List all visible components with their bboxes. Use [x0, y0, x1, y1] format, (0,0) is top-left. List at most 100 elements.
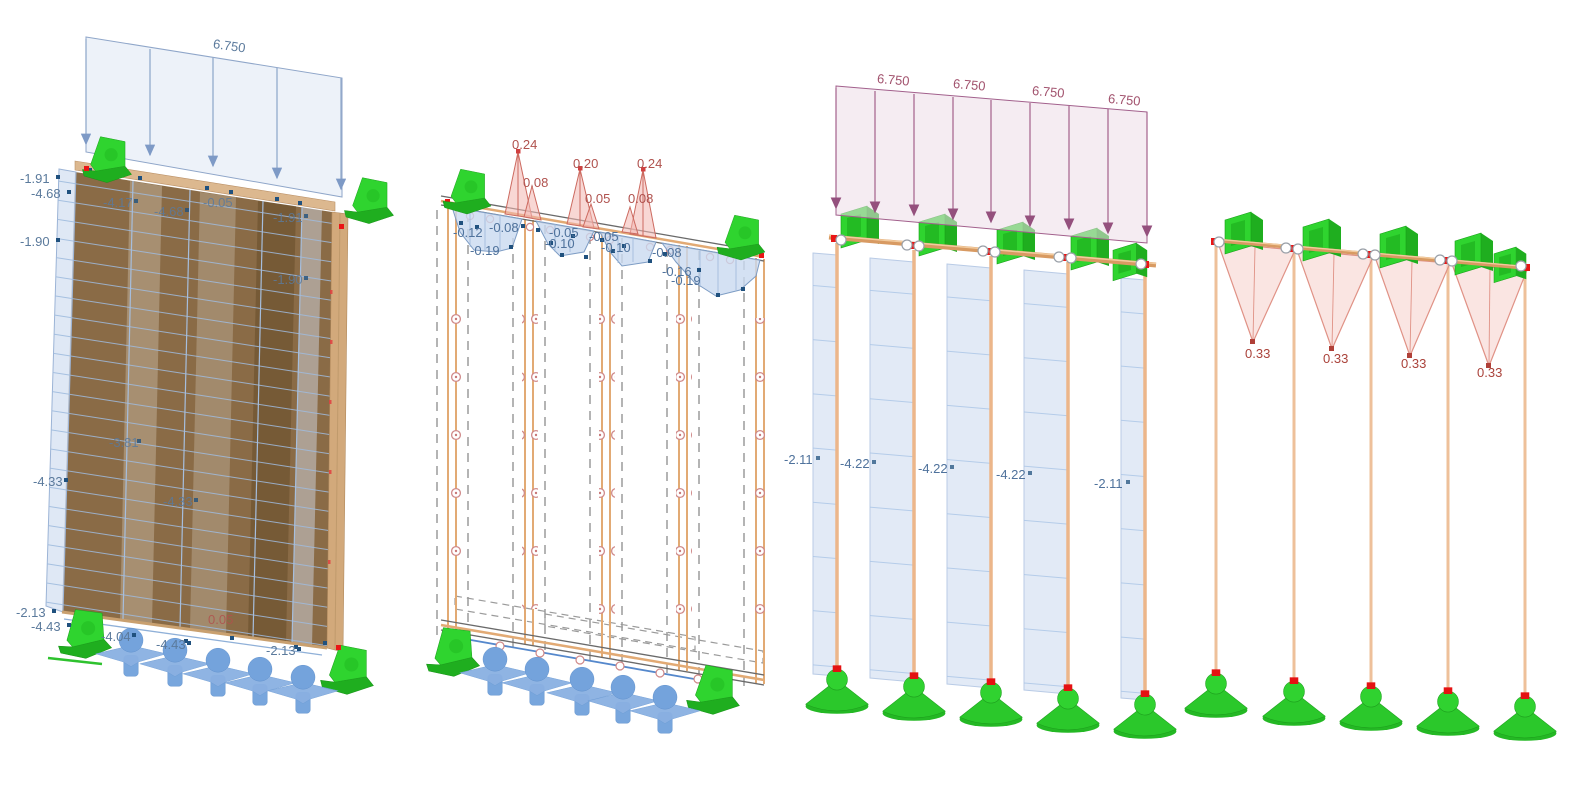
svg-text:0.24: 0.24: [637, 156, 662, 171]
post-members-4[interactable]: [1214, 244, 1527, 698]
svg-text:-4.43: -4.43: [156, 637, 186, 652]
svg-text:0.05: 0.05: [585, 191, 610, 206]
support4-cone-3[interactable]: [1339, 681, 1403, 732]
distributed-load-area[interactable]: 6.750: [80, 36, 347, 198]
axial-result-rects: [812, 252, 1146, 701]
post-members[interactable]: [835, 243, 1147, 697]
model-posts-loaded[interactable]: 6.750 6.750 6.750 6.750 -2.11 -4.22 -4.2…: [784, 71, 1177, 740]
svg-text:0.33: 0.33: [1245, 346, 1270, 361]
svg-text:0.08: 0.08: [523, 175, 548, 190]
svg-text:-1.90: -1.90: [20, 234, 50, 249]
svg-text:-0.19: -0.19: [470, 243, 500, 258]
support4-cone-4[interactable]: [1416, 686, 1480, 737]
svg-text:-4.68: -4.68: [31, 186, 61, 201]
anchor2-5[interactable]: [629, 684, 701, 734]
anchor-3[interactable]: [182, 647, 254, 697]
svg-text:0.24: 0.24: [512, 137, 537, 152]
load-value-label: 6.750: [212, 36, 246, 55]
svg-text:-1.91: -1.91: [20, 171, 50, 186]
node-red-tr: [339, 224, 344, 229]
load3-label-1: 6.750: [876, 71, 910, 89]
svg-text:-0.05: -0.05: [549, 225, 579, 240]
svg-text:-2.11: -2.11: [1094, 476, 1123, 491]
anchor-5[interactable]: [267, 664, 339, 714]
bottom-plate[interactable]: [61, 610, 328, 650]
svg-text:-4.17: -4.17: [103, 195, 133, 210]
panel2-blue-labels: -0.12 -0.08 -0.19 -0.05 -0.10 -0.05 -0.1…: [453, 220, 701, 288]
svg-text:0.33: 0.33: [1401, 356, 1426, 371]
wall-surface[interactable]: [62, 172, 332, 648]
support4-cone-5[interactable]: [1493, 691, 1557, 742]
node-red-br: [336, 645, 341, 650]
load3-label-2: 6.750: [952, 76, 986, 94]
support4-cone-1[interactable]: [1184, 668, 1248, 719]
distributed-load-area-3[interactable]: 6.750 6.750 6.750 6.750: [830, 71, 1153, 244]
support4-block-3[interactable]: [1379, 225, 1419, 269]
load3-label-4: 6.750: [1107, 91, 1141, 109]
svg-text:-2.11: -2.11: [784, 452, 813, 467]
anchor-4[interactable]: [224, 656, 296, 706]
svg-text:-4.04: -4.04: [101, 629, 131, 644]
model-frame-panel[interactable]: 0.24 0.08 0.20 0.05 0.24 0.08 -0.12 -0.0…: [423, 137, 769, 734]
node-red-tl: [84, 166, 89, 171]
support2-top-right[interactable]: [716, 214, 766, 261]
panel1-red-label: 0.05: [208, 612, 233, 627]
triangle-apex-nodes: [1250, 339, 1491, 368]
red-spike-diagrams: [504, 151, 657, 239]
svg-text:-0.08: -0.08: [652, 245, 682, 260]
svg-text:-4.22: -4.22: [996, 467, 1026, 482]
support2-top-left[interactable]: [442, 168, 492, 215]
svg-text:-0.16: -0.16: [662, 264, 692, 279]
svg-text:-2.13: -2.13: [266, 643, 296, 658]
beam-hinges: [831, 234, 1149, 270]
diagram-comb-lines: [469, 210, 737, 294]
panel3-member-labels: -2.11 -4.22 -4.22 -4.22 -2.11: [784, 452, 1130, 491]
svg-text:-4.68: -4.68: [154, 204, 184, 219]
anchor2-3[interactable]: [546, 666, 618, 716]
svg-text:0.08: 0.08: [628, 191, 653, 206]
triangle-diagrams: [1217, 242, 1528, 368]
support4-block-2[interactable]: [1302, 218, 1342, 262]
svg-text:-0.08: -0.08: [489, 220, 519, 235]
sheathing-rect-1: [454, 595, 696, 651]
svg-text:-4.33: -4.33: [163, 494, 193, 509]
svg-text:-0.12: -0.12: [453, 225, 483, 240]
support4-block-4[interactable]: [1454, 232, 1494, 276]
support4-cone-2[interactable]: [1262, 676, 1326, 727]
svg-text:-4.33: -4.33: [33, 474, 63, 489]
svg-text:-2.13: -2.13: [16, 605, 46, 620]
svg-text:-1.91: -1.91: [273, 210, 303, 225]
stud-hinges: [445, 266, 769, 648]
support4-block-1[interactable]: [1224, 211, 1264, 255]
sheathing-outlines: [436, 210, 745, 689]
svg-text:0.33: 0.33: [1477, 365, 1502, 380]
anchor2-2[interactable]: [501, 656, 573, 706]
support-bottom-right[interactable]: [320, 644, 374, 695]
base-marker-line: [47, 656, 103, 666]
svg-text:-0.05: -0.05: [589, 229, 619, 244]
panel2-red-labels: 0.24 0.08 0.20 0.05 0.24 0.08: [512, 137, 662, 206]
svg-text:-0.19: -0.19: [671, 273, 701, 288]
svg-text:-1.90: -1.90: [273, 272, 303, 287]
spike-apex-nodes: [516, 149, 646, 172]
support-top-right[interactable]: [343, 177, 395, 225]
svg-text:-4.43: -4.43: [31, 619, 61, 634]
svg-text:-0.10: -0.10: [545, 236, 575, 251]
svg-text:-0.05: -0.05: [203, 195, 233, 210]
panel4-apex-labels: 0.33 0.33 0.33 0.33: [1245, 346, 1502, 380]
svg-text:0.33: 0.33: [1323, 351, 1348, 366]
bottom-result-line: [63, 618, 323, 656]
load3-label-3: 6.750: [1031, 83, 1065, 101]
beam-hinges-4: [1211, 236, 1530, 272]
svg-text:-3.81: -3.81: [109, 435, 139, 450]
svg-text:-4.22: -4.22: [918, 461, 948, 476]
model-posts-reactions[interactable]: 0.33 0.33 0.33 0.33: [1184, 211, 1557, 742]
panel1-edge-labels: -1.91 -4.68 -1.90 -4.33 -2.13 -4.43: [16, 171, 71, 634]
svg-text:-4.22: -4.22: [840, 456, 870, 471]
svg-text:-0.10: -0.10: [601, 240, 631, 255]
panel1-interior-labels: -4.17 -4.68 -0.05 -1.91 -1.90 -3.81 -4.3…: [103, 195, 308, 509]
model-wall-panel[interactable]: 6.750: [16, 36, 395, 714]
svg-text:0.20: 0.20: [573, 156, 598, 171]
